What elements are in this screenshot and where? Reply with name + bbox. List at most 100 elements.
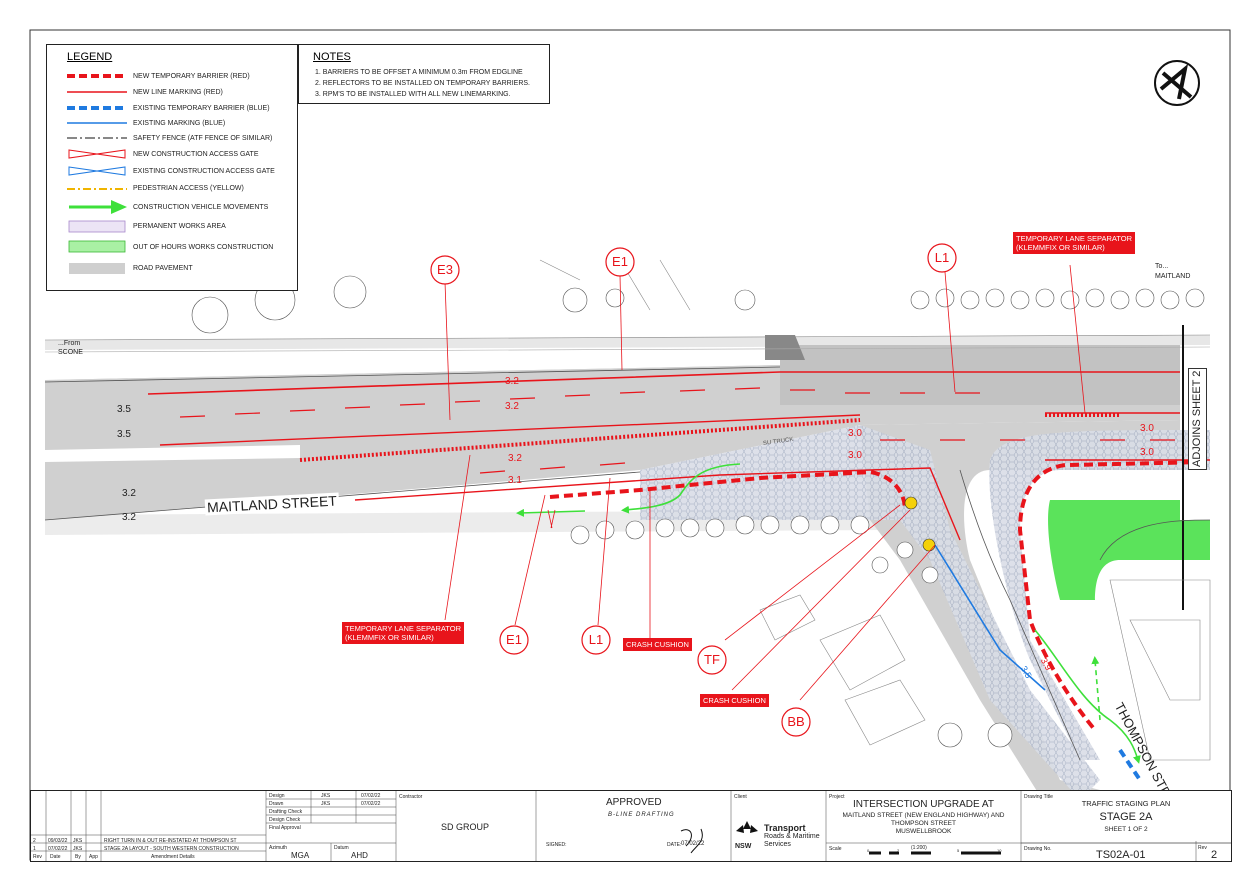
legend-item: NEW TEMPORARY BARRIER (RED) xyxy=(133,73,250,80)
legend-item: CONSTRUCTION VEHICLE MOVEMENTS xyxy=(133,204,269,211)
project-title: THOMPSON STREET xyxy=(890,820,956,827)
lane-width: 3.0 xyxy=(1140,447,1154,458)
rev-details: RIGHT TURN IN & OUT RE-INSTATED AT THOMP… xyxy=(104,838,237,844)
north-arrow-icon xyxy=(1154,60,1200,106)
drawing-title: TRAFFIC STAGING PLAN xyxy=(1081,799,1171,808)
datum-value: AHD xyxy=(351,851,368,860)
lane-width: 3.0 xyxy=(848,428,862,439)
design-row-by: JKS xyxy=(321,801,331,807)
project-label: Project xyxy=(829,794,845,800)
scale-tick: 5 xyxy=(957,848,960,853)
existing-marking-blue xyxy=(934,544,1046,691)
rev-by: JKS xyxy=(73,846,83,852)
nsw-waratah-icon xyxy=(736,821,758,833)
project-title: MAITLAND STREET (NEW ENGLAND HIGHWAY) AN… xyxy=(842,812,1005,819)
client-brand: Services xyxy=(764,841,791,848)
drawing-title: STAGE 2A xyxy=(1099,811,1153,823)
lane-width: 3.1 xyxy=(508,475,522,486)
legend-item: NEW LINE MARKING (RED) xyxy=(133,89,223,96)
rev-header: Amendment Details xyxy=(151,854,195,860)
callout-crash-cushion: CRASH CUSHION xyxy=(700,694,769,707)
crash-cushion-1 xyxy=(904,496,918,510)
contractor-value: SD GROUP xyxy=(441,822,490,832)
lane-width: 3.2 xyxy=(122,488,136,499)
callout-lane-separator: TEMPORARY LANE SEPARATOR (KLEMMFIX OR SI… xyxy=(1013,232,1136,254)
rev-value: 2 xyxy=(33,838,36,844)
lane-width: 3.2 xyxy=(505,401,519,412)
drawing-no-label: Drawing No. xyxy=(1024,846,1052,852)
project-title: MUSWELLBROOK xyxy=(895,828,952,835)
legend-heading: LEGEND xyxy=(67,51,113,63)
note-item: 3. RPM'S TO BE INSTALLED WITH ALL NEW LI… xyxy=(315,91,511,98)
tag-label: E1 xyxy=(506,632,522,647)
legend-item: PERMANENT WORKS AREA xyxy=(133,223,226,230)
tag-label: BB xyxy=(787,714,805,729)
drawing-title: SHEET 1 OF 2 xyxy=(1104,826,1148,833)
notes-panel: NOTES 1. BARRIERS TO BE OFFSET A MINIMUM… xyxy=(298,44,550,104)
tag-label: L1 xyxy=(934,250,950,265)
design-row-label: Drawn xyxy=(269,801,284,807)
drawing-title-label: Drawing Title xyxy=(1024,794,1053,800)
legend-item: EXISTING TEMPORARY BARRIER (BLUE) xyxy=(133,105,270,112)
legend-item: NEW CONSTRUCTION ACCESS GATE xyxy=(133,151,259,158)
notes-heading: NOTES xyxy=(313,51,351,63)
project-title: INTERSECTION UPGRADE AT xyxy=(853,799,994,810)
rev-label: Rev xyxy=(1198,845,1207,851)
permanent-works-area xyxy=(640,425,1100,800)
title-block: 2 09/03/22 JKS RIGHT TURN IN & OUT RE-IN… xyxy=(30,790,1232,862)
client-brand: Transport xyxy=(764,823,806,833)
design-row-date: 07/02/22 xyxy=(361,801,381,807)
tag-label: E3 xyxy=(437,262,453,277)
crash-cushion-2 xyxy=(922,538,936,552)
drawing-no: TS02A-01 xyxy=(1096,849,1146,861)
legend-panel: LEGEND NEW TEMPORARY BARRIER (RED) NEW L… xyxy=(46,44,298,291)
to-label: To... xyxy=(1155,263,1169,270)
lane-width: 3.2 xyxy=(505,376,519,387)
design-row-by: JKS xyxy=(321,793,331,799)
leader-lines xyxy=(444,264,1086,701)
azimuth-label: Azimuth xyxy=(269,845,288,851)
rev-header: Date xyxy=(50,854,61,860)
design-row-date: 07/02/22 xyxy=(361,793,381,799)
note-item: 1. BARRIERS TO BE OFFSET A MINIMUM 0.3m … xyxy=(315,69,523,76)
lane-width: 3.2 xyxy=(508,453,522,464)
legend-item: PEDESTRIAN ACCESS (YELLOW) xyxy=(133,185,244,192)
design-row-label: Final Approval xyxy=(269,825,301,831)
from-label: ...From xyxy=(58,340,81,347)
vehicle-movements xyxy=(516,463,1141,764)
rev-header: Rev xyxy=(33,854,42,860)
to-label: MAITLAND xyxy=(1155,273,1191,280)
callout-crash-cushion: CRASH CUSHION xyxy=(623,638,692,651)
scale-value: (1:200) xyxy=(911,845,927,851)
title-block-grid xyxy=(31,791,1231,861)
design-row-label: Design Check xyxy=(269,817,301,823)
lane-width: 3.0 xyxy=(848,450,862,461)
legend-swatches xyxy=(67,74,127,274)
scale-tick: 2 xyxy=(897,848,900,853)
legend-item: EXISTING MARKING (BLUE) xyxy=(133,120,226,127)
design-row-label: Drafting Check xyxy=(269,809,303,815)
signed-label: SIGNED: xyxy=(546,842,567,848)
lane-width: 3.2 xyxy=(122,512,136,523)
scale-label: Scale xyxy=(829,846,842,852)
scale-tick: 0 xyxy=(867,848,870,853)
tag-label: L1 xyxy=(588,632,604,647)
lane-width: 3.5 xyxy=(117,429,131,440)
note-item: 2. REFLECTORS TO BE INSTALLED ON TEMPORA… xyxy=(315,80,530,87)
lane-width: 3.5 xyxy=(117,404,131,415)
drafting-company: B-LINE DRAFTING xyxy=(608,812,675,818)
nsw-label: NSW xyxy=(735,843,752,850)
design-row-label: Design xyxy=(269,793,285,799)
rev-value: 1 xyxy=(33,846,36,852)
rev-number: 2 xyxy=(1211,849,1218,861)
rev-date: 09/03/22 xyxy=(48,838,68,844)
rev-details: STAGE 2A LAYOUT - SOUTH WESTERN CONSTRUC… xyxy=(104,846,239,852)
tag-label: E1 xyxy=(612,254,628,269)
date-label: DATE: xyxy=(667,842,682,848)
legend-item: OUT OF HOURS WORKS CONSTRUCTION xyxy=(133,244,274,251)
client-brand: Roads & Maritime xyxy=(764,833,820,840)
rev-by: JKS xyxy=(73,838,83,844)
date-value: 07/02/22 xyxy=(681,841,705,847)
